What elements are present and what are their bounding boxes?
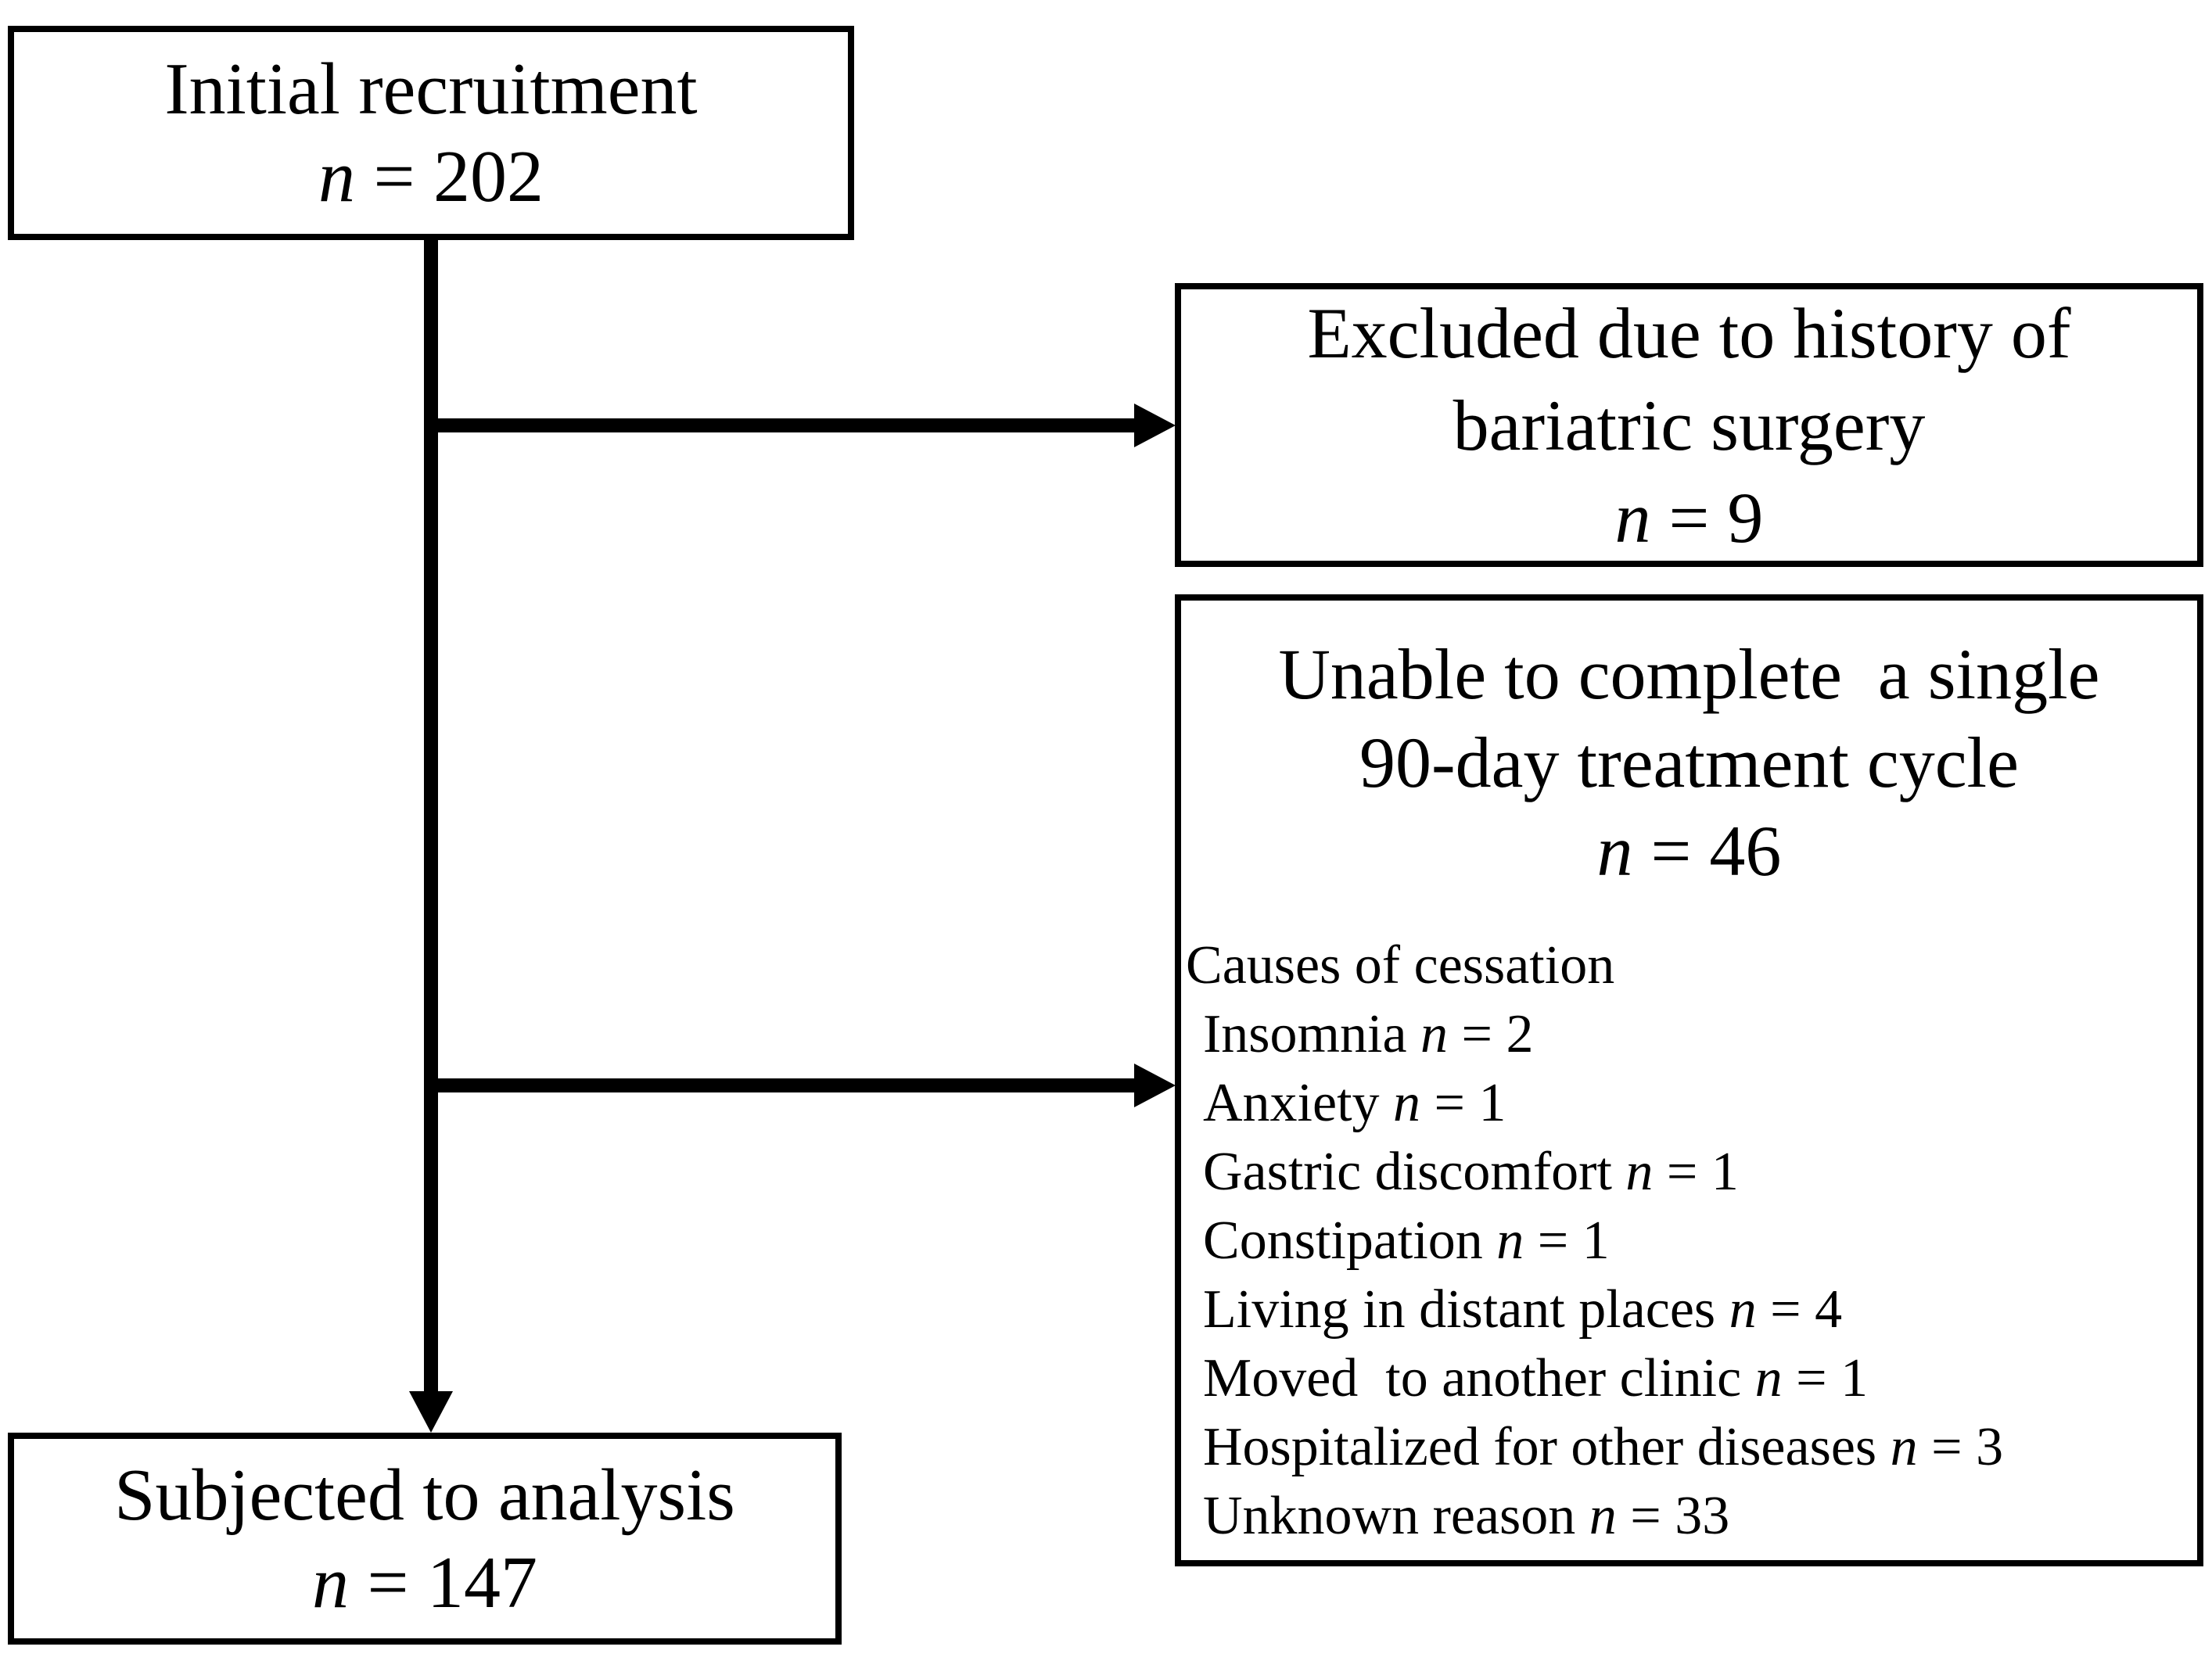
n-symbol: n [1625,1142,1654,1202]
n-value: = 1 [1537,1211,1610,1271]
box-title-line2: 90-day treatment cycle [1359,723,2019,802]
box-title-line1: Unable to complete a single [1278,634,2100,714]
n-count: n = 147 [312,1539,537,1627]
cause-label: Moved to another clinic [1203,1348,1742,1408]
box-title-line1: Excluded due to history of [1307,292,2071,373]
causes-header: Causes of cessation [1186,935,1615,996]
cause-label: Living in distant places [1203,1279,1716,1340]
box-title: Initial recruitment [164,48,698,130]
n-value: = 202 [373,136,544,217]
n-value: = 3 [1931,1417,2004,1477]
cause-label: Insomnia [1203,1004,1407,1064]
n-symbol: n [1393,1073,1421,1133]
n-value: = 46 [1650,811,1782,891]
cause-item: Unknown reason n = 33 [1181,1482,2197,1551]
analysis-box: Subjected to analysis n = 147 [8,1433,842,1645]
n-value: = 9 [1668,477,1764,558]
n-symbol: n [1496,1211,1524,1271]
right-arrowhead-icon [1134,1064,1176,1107]
n-symbol: n [1589,1486,1617,1546]
excluded-box: Excluded due to history of bariatric sur… [1175,283,2203,567]
n-symbol: n [1754,1348,1783,1408]
n-value: = 1 [1796,1348,1869,1408]
n-count: n = 9 [1615,472,1764,564]
arrow-to-excluded-shaft [431,418,1134,432]
box-title: Subjected to analysis [114,1454,735,1536]
n-symbol: n [1890,1417,1918,1477]
box-title-line2: bariatric surgery [1453,385,1926,465]
cause-item: Hospitalized for other diseases n = 3 [1181,1413,2197,1482]
initial-recruitment-box: Initial recruitment n = 202 [8,26,854,240]
n-symbol: n [318,136,355,217]
n-symbol: n [311,1541,349,1623]
cause-item: Constipation n = 1 [1181,1207,2197,1275]
cause-item: Living in distant places n = 4 [1181,1275,2197,1344]
cause-item: Moved to another clinic n = 1 [1181,1344,2197,1413]
n-symbol: n [1729,1279,1757,1340]
causes-of-cessation-list: Causes of cessation Insomnia n = 2 Anxie… [1181,931,2197,1551]
n-count: n = 46 [1181,807,2197,895]
n-symbol: n [1596,811,1633,891]
cause-label: Hospitalized for other diseases [1203,1417,1877,1477]
cause-label: Constipation [1203,1211,1483,1271]
cause-label: Anxiety [1203,1073,1380,1133]
vertical-connector-line [424,240,438,1391]
down-arrowhead-icon [409,1391,453,1433]
n-value: = 147 [367,1541,537,1623]
n-value: = 33 [1630,1486,1730,1546]
n-symbol: n [1614,477,1651,558]
cause-item: Insomnia n = 2 [1181,1000,2197,1069]
right-arrowhead-icon [1134,404,1176,447]
n-symbol: n [1420,1004,1449,1064]
cause-label: Gastric discomfort [1203,1142,1612,1202]
cause-label: Unknown reason [1203,1486,1576,1546]
n-value: = 4 [1770,1279,1843,1340]
cause-item: Gastric discomfort n = 1 [1181,1138,2197,1207]
cause-item: Anxiety n = 1 [1181,1069,2197,1138]
n-value: = 1 [1666,1142,1739,1202]
arrow-to-incomplete-shaft [431,1078,1134,1092]
incomplete-treatment-box: Unable to complete a single 90-day treat… [1175,594,2203,1566]
n-value: = 1 [1434,1073,1506,1133]
n-value: = 2 [1461,1004,1534,1064]
n-count: n = 202 [318,133,544,221]
